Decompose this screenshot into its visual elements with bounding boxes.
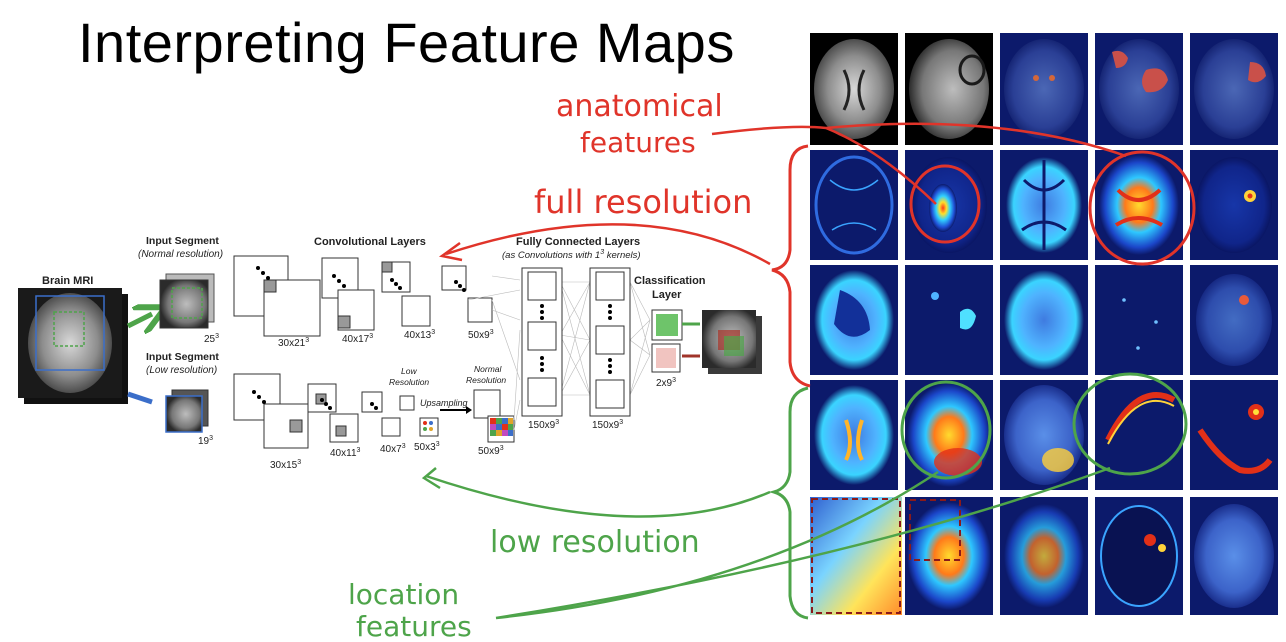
classification-title-2: Layer: [652, 289, 682, 301]
anatomical-label-1: anatomical: [556, 89, 723, 124]
input-normal-cube: [159, 273, 215, 329]
input-low-title: Input Segment: [146, 351, 219, 363]
normal-res-label-1: Normal: [474, 364, 503, 374]
conv-bottom-size-1: 30x153: [270, 459, 301, 471]
low-res-colored-block: [419, 417, 439, 437]
green-brace: [768, 386, 809, 620]
network-diagram: Brain MRI Input Segment (Normal resoluti…: [18, 235, 762, 471]
low-res-label-2: Resolution: [389, 377, 429, 387]
classification-green-block: [651, 309, 683, 341]
feature-row-2: [810, 150, 1278, 260]
brain-mri-image: [18, 288, 128, 404]
normal-res-label-2: Resolution: [466, 375, 506, 385]
anatomical-label-2: features: [580, 126, 696, 159]
feature-row-4: [810, 380, 1278, 490]
location-circle-2: [1072, 372, 1188, 476]
upsampling-arrowhead: [466, 406, 472, 414]
conv-bottom-dots: [252, 390, 378, 410]
blue-input-arrow: [127, 391, 153, 405]
feature-row-5: [810, 497, 1278, 615]
green-input-arrow: [126, 314, 152, 326]
location-label-2: features: [356, 610, 472, 642]
fc-subtitle: (as Convolutions with 13 kernels): [502, 249, 641, 261]
low-resolution-arrowhead: [421, 467, 441, 490]
location-circle-1: [900, 380, 992, 480]
fc-title: Fully Connected Layers: [516, 236, 640, 248]
feature-map-grid: [808, 30, 1286, 642]
conv-bottom-size-4: 50x33: [414, 441, 440, 453]
fc-column-2: [589, 267, 631, 417]
input-low-sub: (Low resolution): [146, 365, 217, 376]
input-normal-sub: (Normal resolution): [138, 249, 223, 260]
upsampled-size: 50x93: [478, 445, 504, 457]
anatomical-circle-1: [909, 164, 981, 244]
page-title: Interpreting Feature Maps: [78, 11, 735, 74]
input-low-cube: [165, 389, 209, 433]
brain-mri-label: Brain MRI: [42, 275, 93, 287]
annotations: anatomical features full resolution low …: [348, 89, 1196, 642]
input-low-size: 193: [198, 435, 213, 447]
conv-top-cubes: [233, 255, 493, 337]
conv-top-dots: [256, 266, 466, 292]
upsampled-block: [473, 389, 515, 443]
anatomical-circle-2: [1088, 150, 1196, 266]
conv-bottom-size-3: 40x73: [380, 443, 406, 455]
fc-connections: [467, 275, 651, 431]
conv-top-size-1: 30x213: [278, 337, 309, 349]
anatomical-pointer: [711, 122, 1127, 205]
low-resolution-arrow: [425, 474, 771, 518]
classification-size: 2x93: [656, 377, 676, 389]
classification-title-1: Classification: [634, 275, 706, 287]
conv-top-size-4: 50x93: [468, 329, 494, 341]
low-res-label-1: Low: [401, 366, 417, 376]
classification-red-block: [651, 343, 681, 373]
classification-output-image: [702, 310, 762, 374]
conv-bottom-size-2: 40x113: [330, 447, 361, 459]
conv-layers-title: Convolutional Layers: [314, 236, 426, 248]
full-resolution-arrow: [445, 223, 771, 266]
fc-column-1-dots: [540, 304, 544, 372]
location-pointer: [495, 466, 1111, 620]
input-normal-size: 253: [204, 333, 219, 345]
upsampling-label: Upsampling: [420, 398, 468, 408]
conv-top-size-2: 40x173: [342, 333, 373, 345]
full-resolution-arrowhead: [438, 241, 463, 262]
conv-bottom-cubes: [233, 373, 439, 449]
feature-row-3: [810, 265, 1278, 375]
low-resolution-label: low resolution: [490, 525, 700, 560]
fc-column-2-dots: [608, 304, 612, 374]
conv-top-size-3: 40x133: [404, 329, 435, 341]
fc-size-2: 150x93: [592, 419, 623, 431]
fc-size-1: 150x93: [528, 419, 559, 431]
feature-row-1: [810, 33, 1278, 145]
input-normal-title: Input Segment: [146, 235, 219, 247]
location-label-1: location: [348, 578, 459, 611]
fc-column-1: [521, 267, 563, 417]
red-brace: [771, 144, 811, 388]
full-resolution-label: full resolution: [534, 183, 752, 221]
